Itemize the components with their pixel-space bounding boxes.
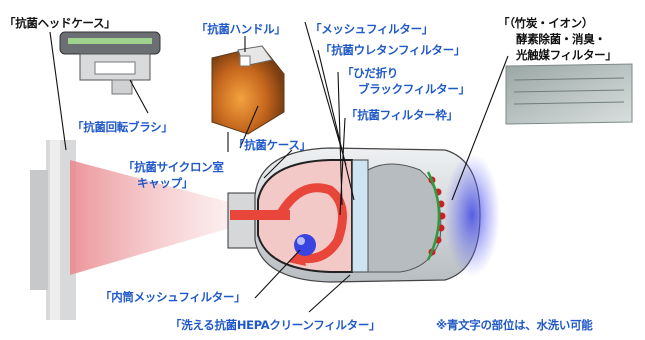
label-mesh-filter: 「メッシュフィルター」	[310, 22, 433, 36]
label-pleated-filter-line2: ブラックフィルター」	[358, 82, 470, 96]
label-cyclone-cap-line1: 「抗菌サイクロン室	[123, 160, 224, 174]
label-rotating-brush: 「抗菌回転ブラシ」	[72, 120, 173, 134]
leader-lines	[49, 21, 509, 313]
washable-note: ※青文字の部位は、水洗い可能	[436, 318, 593, 332]
label-handle: 「抗菌ハンドル」	[196, 22, 286, 36]
label-deodorizing-line3: 光触媒フィルター」	[516, 48, 617, 62]
deodorizing-filter-panel	[505, 63, 633, 125]
label-filter-frame: 「抗菌フィルター枠」	[346, 108, 458, 122]
label-inner-mesh-filter: 「内筒メッシュフィルター」	[100, 290, 246, 304]
exhaust-glow	[444, 153, 500, 277]
label-cyclone-cap-line2: キャップ」	[137, 176, 193, 190]
label-deodorizing-line2: 酵素除菌・消臭・	[516, 32, 606, 46]
label-urethane-filter: 「抗菌ウレタンフィルター」	[320, 43, 466, 57]
wand-pipe	[30, 140, 76, 320]
label-hepa-filter: 「洗える抗菌HEPAクリーンフィルター」	[170, 318, 381, 332]
head-case-illustration	[59, 31, 161, 95]
cyclone-airflow	[230, 183, 347, 266]
handle-illustration	[211, 45, 285, 135]
airflow-fan	[70, 160, 240, 275]
exhaust-vents	[426, 171, 446, 261]
label-case: 「抗菌ケース」	[233, 138, 311, 152]
label-deodorizing-line1: 「（竹炭・イオン）	[498, 16, 594, 30]
label-head-case: 「抗菌ヘッドケース」	[4, 16, 116, 30]
label-pleated-filter-line1: 「ひだ折り	[342, 66, 398, 80]
